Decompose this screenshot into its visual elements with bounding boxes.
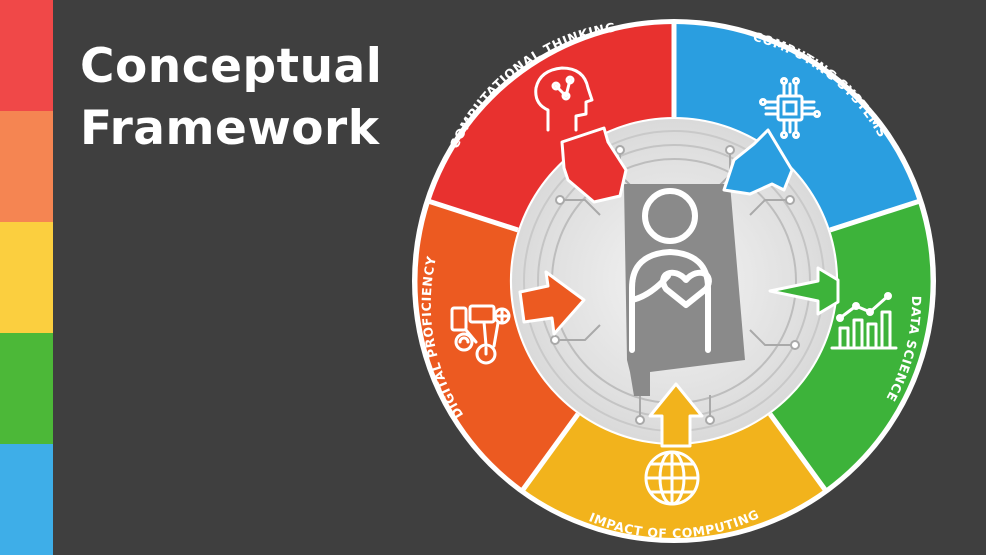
- segment-separators: [427, 22, 921, 493]
- title-line-2: Framework: [80, 101, 380, 156]
- microchip-icon: [759, 77, 821, 139]
- segment-digital-proficiency: [417, 202, 578, 489]
- devices-icon: [450, 304, 511, 365]
- arrow-digital-proficiency: [518, 270, 586, 336]
- side-bar-green: [0, 333, 53, 444]
- arrow-impact-of-computing: [648, 382, 704, 448]
- side-bar-yellow: [0, 222, 53, 333]
- arrow-data-science: [768, 266, 840, 316]
- side-bar-red: [0, 0, 53, 111]
- side-bar-blue: [0, 444, 53, 555]
- side-bar-orange: [0, 111, 53, 222]
- person-heart-on-alabama-map-icon: [629, 188, 712, 353]
- segment-data-science: [770, 202, 931, 489]
- globe-icon: [644, 450, 700, 506]
- brain-head-icon: [534, 66, 594, 132]
- arrow-computing-systems: [722, 128, 794, 196]
- arrow-computational-thinking: [560, 126, 628, 204]
- segment-impact-of-computing: [523, 414, 825, 539]
- segment-computational-thinking: [430, 24, 674, 230]
- page-title: Conceptual Framework: [80, 36, 382, 160]
- side-color-bar: [0, 0, 53, 555]
- circuit-nodes: [550, 145, 800, 425]
- bar-chart-icon: [830, 292, 898, 350]
- title-line-1: Conceptual: [80, 39, 383, 94]
